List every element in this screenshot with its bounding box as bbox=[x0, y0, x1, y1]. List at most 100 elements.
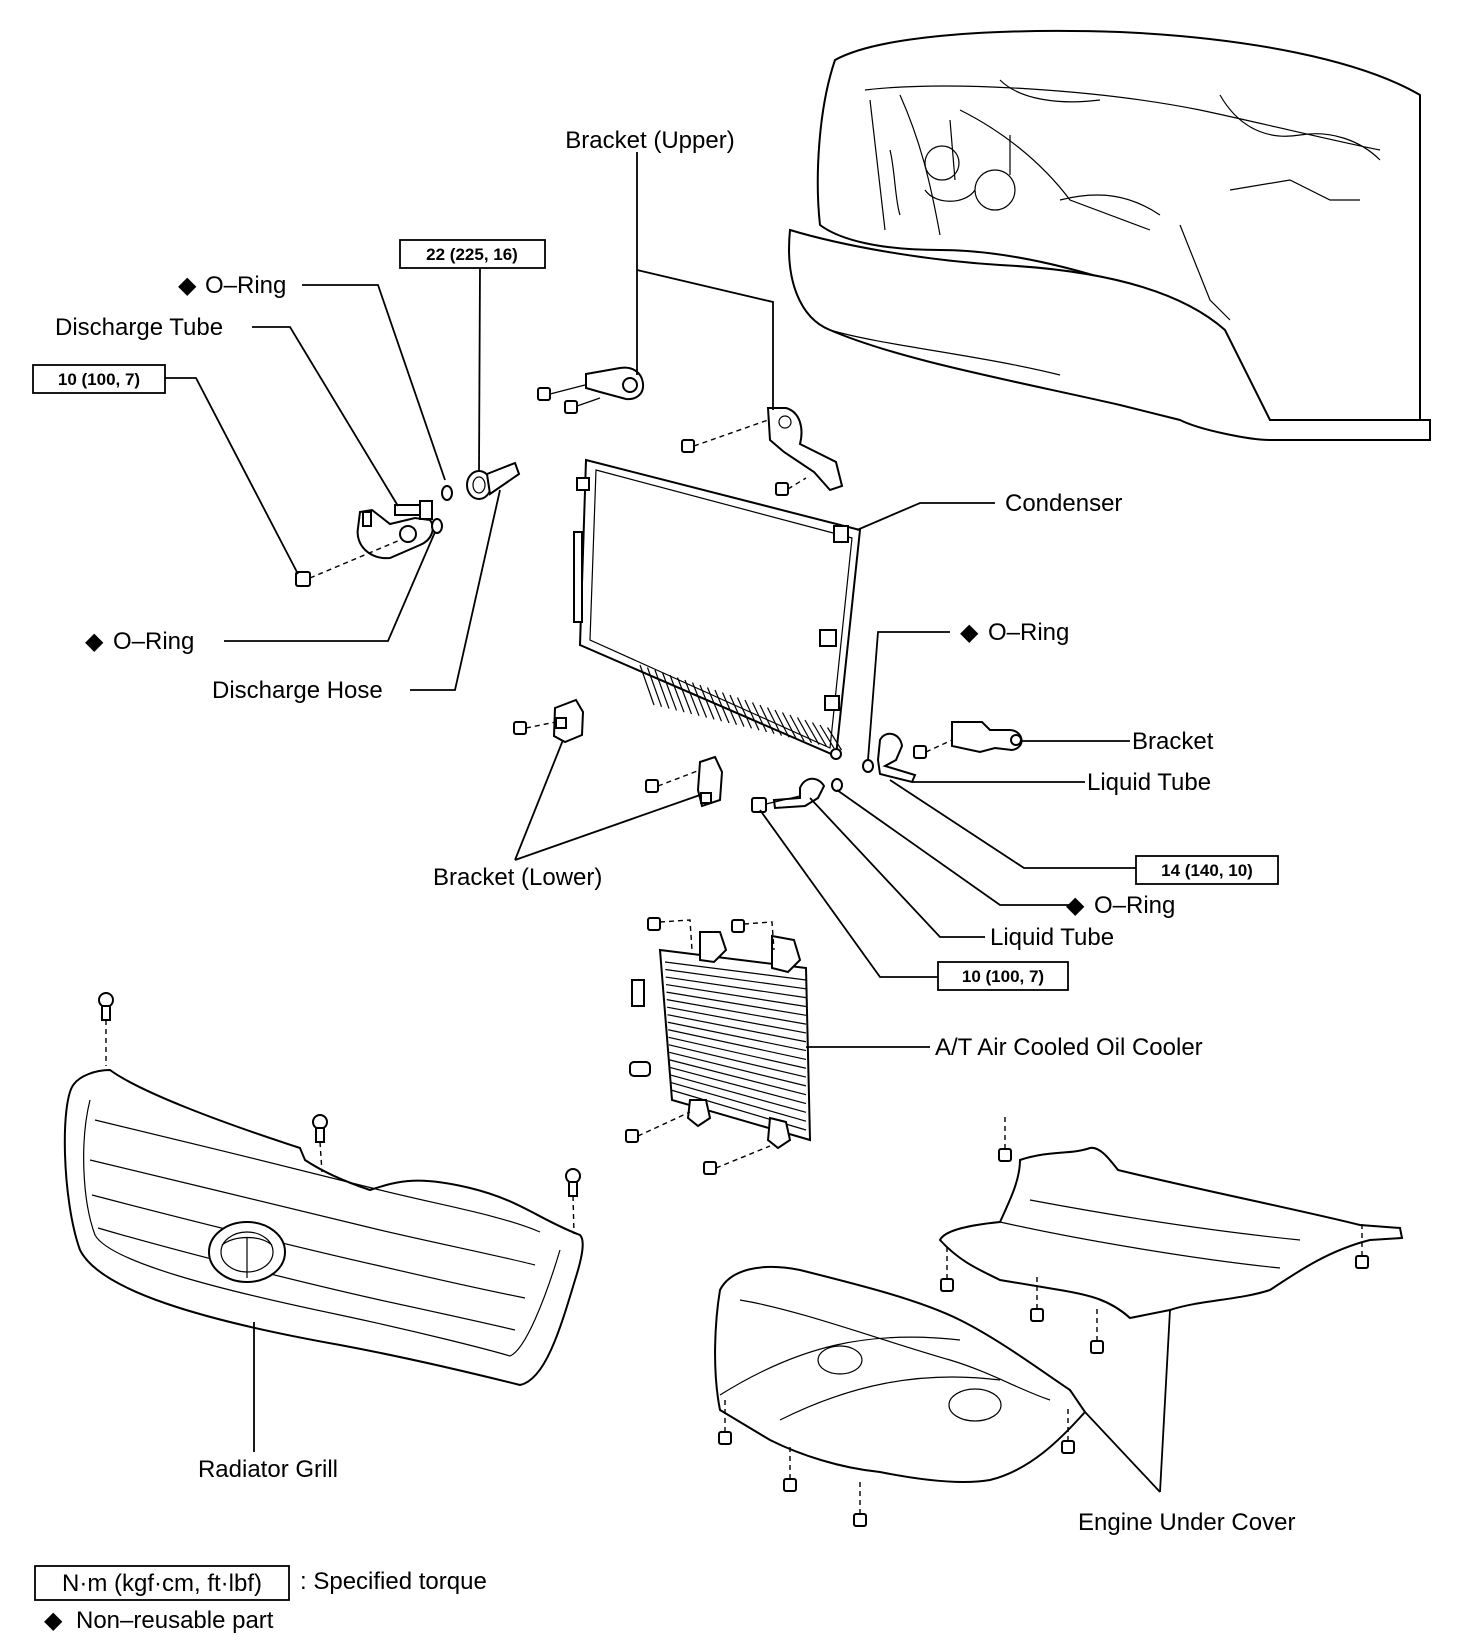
bolt-icon bbox=[1090, 1307, 1104, 1354]
fin-line bbox=[714, 689, 730, 724]
discharge-tube-parts bbox=[295, 461, 521, 587]
fin-line bbox=[819, 724, 835, 749]
torque-spec-10-lower: 10 (100, 7) bbox=[937, 961, 1069, 991]
torque-value: 10 (100, 7) bbox=[962, 967, 1044, 986]
oil-cooler-part bbox=[625, 917, 812, 1175]
label-radiator-grill: Radiator Grill bbox=[198, 1456, 338, 1483]
torque-spec-22: 22 (225, 16) bbox=[399, 239, 546, 269]
fin-line bbox=[661, 672, 678, 711]
fin-line bbox=[811, 722, 828, 747]
bracket-lower-parts bbox=[513, 698, 724, 808]
bolt-icon bbox=[940, 1245, 954, 1292]
label-discharge-tube: Discharge Tube bbox=[55, 314, 223, 341]
bolt-icon bbox=[775, 477, 807, 496]
label-o-ring-top: ◆ O–Ring bbox=[178, 272, 286, 299]
bolt-icon bbox=[295, 539, 401, 587]
fin-line bbox=[668, 1044, 807, 1078]
label-bracket-upper: Bracket (Upper) bbox=[565, 127, 734, 154]
bolt-icon bbox=[751, 795, 801, 813]
fin-line bbox=[729, 694, 745, 727]
label-o-ring-mid: ◆ O–Ring bbox=[85, 628, 194, 655]
fin-line bbox=[781, 712, 798, 740]
fin-line bbox=[668, 1036, 807, 1069]
fin-line bbox=[766, 707, 783, 736]
fin-line bbox=[759, 704, 775, 735]
bolt-icon bbox=[1355, 1222, 1369, 1269]
fin-line bbox=[676, 677, 693, 715]
radiator-grill-part bbox=[63, 992, 584, 1387]
svg-text:O–Ring: O–Ring bbox=[988, 619, 1069, 646]
torque-value: 14 (140, 10) bbox=[1161, 861, 1253, 880]
bolt-icon bbox=[718, 1398, 732, 1445]
fin-line bbox=[721, 692, 738, 726]
label-engine-under-cover: Engine Under Cover bbox=[1078, 1509, 1295, 1536]
torque-spec-14: 14 (140, 10) bbox=[1135, 855, 1279, 885]
bolt-icon bbox=[731, 919, 775, 951]
oil-cooler-fins bbox=[664, 961, 807, 1131]
fin-line bbox=[699, 684, 715, 720]
fin-line bbox=[691, 682, 708, 718]
clip-icon bbox=[98, 992, 114, 1066]
bolt-icon bbox=[1030, 1275, 1044, 1322]
clip-icon bbox=[565, 1168, 581, 1235]
fin-line bbox=[796, 717, 813, 744]
bolt-icon bbox=[783, 1445, 797, 1492]
legend: N·m (kgf·cm, ft·lbf) : Specified torque … bbox=[34, 1565, 487, 1634]
bolt-icon bbox=[537, 384, 586, 401]
clip-icon bbox=[312, 1114, 328, 1173]
o-ring-icon bbox=[431, 518, 443, 534]
legend-nonreusable: Non–reusable part bbox=[76, 1607, 274, 1634]
label-o-ring-lower: ◆ O–Ring bbox=[1066, 892, 1175, 919]
fin-line bbox=[665, 968, 807, 990]
liquid-tube-parts bbox=[751, 721, 1023, 813]
fin-line bbox=[670, 1081, 807, 1122]
fin-line bbox=[684, 679, 700, 717]
fin-line bbox=[669, 674, 685, 713]
label-liquid-tube-lower: Liquid Tube bbox=[990, 924, 1114, 951]
bolt-icon bbox=[647, 917, 693, 951]
label-discharge-hose: Discharge Hose bbox=[212, 677, 383, 704]
o-ring-icon bbox=[862, 759, 874, 773]
bolt-icon bbox=[625, 1111, 691, 1143]
bracket-upper-parts bbox=[537, 152, 844, 496]
svg-text:O–Ring: O–Ring bbox=[1094, 892, 1175, 919]
diamond-icon: ◆ bbox=[178, 272, 197, 299]
fin-line bbox=[666, 991, 807, 1016]
diamond-icon: ◆ bbox=[85, 628, 104, 655]
condenser-part bbox=[573, 458, 862, 760]
svg-text:O–Ring: O–Ring bbox=[205, 272, 286, 299]
fin-line bbox=[639, 664, 655, 706]
fin-line bbox=[789, 714, 805, 742]
o-ring-icon bbox=[831, 778, 843, 792]
bolt-icon bbox=[645, 769, 701, 793]
svg-text:O–Ring: O–Ring bbox=[113, 628, 194, 655]
bolt-icon bbox=[998, 1115, 1012, 1162]
fin-line bbox=[665, 983, 807, 1008]
label-bracket-lower: Bracket (Lower) bbox=[433, 864, 602, 891]
torque-value: 10 (100, 7) bbox=[58, 370, 140, 389]
fin-line bbox=[668, 1029, 807, 1060]
fin-line bbox=[664, 961, 807, 981]
fin-line bbox=[744, 699, 760, 731]
torque-spec-10-upper: 10 (100, 7) bbox=[32, 364, 166, 394]
condenser-fins bbox=[639, 664, 843, 751]
fin-line bbox=[669, 1051, 807, 1087]
fin-line bbox=[751, 702, 768, 733]
fin-line bbox=[826, 727, 843, 751]
label-oil-cooler: A/T Air Cooled Oil Cooler bbox=[935, 1034, 1203, 1061]
fin-line bbox=[666, 999, 807, 1025]
engine-under-cover-part bbox=[714, 1115, 1404, 1527]
bolt-icon bbox=[564, 397, 601, 414]
diamond-icon: ◆ bbox=[960, 619, 979, 646]
fin-line bbox=[667, 1014, 807, 1043]
vehicle-front-illustration bbox=[788, 29, 1431, 441]
fin-line bbox=[667, 1006, 807, 1034]
legend-unit-desc: : Specified torque bbox=[300, 1568, 487, 1595]
label-o-ring-right: ◆ O–Ring bbox=[960, 619, 1069, 646]
torque-value: 22 (225, 16) bbox=[426, 245, 518, 264]
label-condenser: Condenser bbox=[1005, 490, 1122, 517]
fin-line bbox=[736, 697, 753, 729]
bolt-icon bbox=[703, 1145, 771, 1175]
